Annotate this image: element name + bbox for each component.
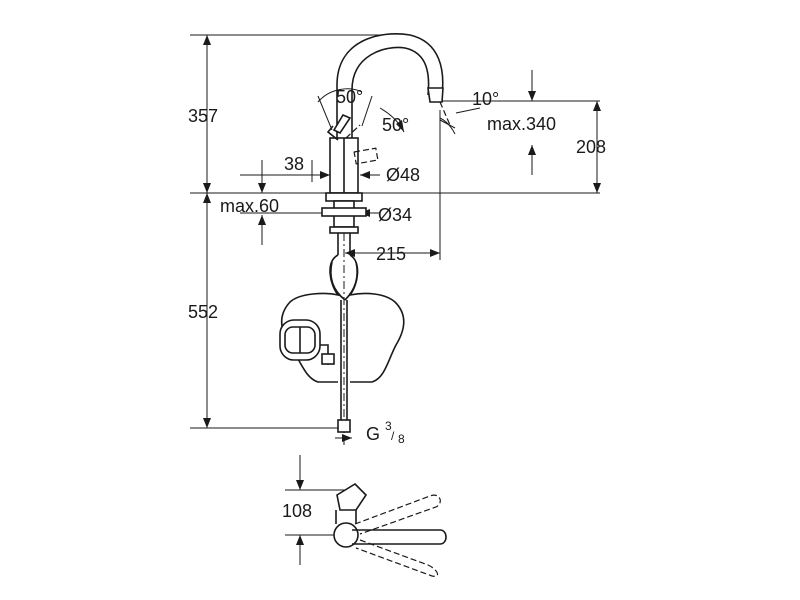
label-height-lower: 552 [188,302,218,322]
label-top-view-height: 108 [282,501,312,521]
label-angle-lever-b: 50° [382,115,409,135]
faucet-body [317,33,481,445]
label-angle-lever-a: 50° [336,87,363,107]
top-view [285,455,447,577]
label-connection-den: 8 [398,432,405,446]
label-height-upper: 357 [188,106,218,126]
label-lever-width: 38 [284,154,304,174]
label-connection-slash: / [391,429,395,443]
label-max-reach: max.340 [487,114,556,134]
label-connection-g: G [366,424,380,444]
label-spout-reach: 215 [376,244,406,264]
dimension-lines-right [440,70,601,193]
label-connection-num: 3 [385,419,392,433]
hose-assembly [279,254,405,442]
label-angle-spout: 10° [472,89,499,109]
label-spout-height: 208 [576,137,606,157]
dimension-lines-left [190,34,600,429]
dimension-lines-counter [240,160,380,245]
label-max-counter: max.60 [220,196,279,216]
label-shank-diameter: Ø34 [378,205,412,225]
label-body-diameter: Ø48 [386,165,420,185]
